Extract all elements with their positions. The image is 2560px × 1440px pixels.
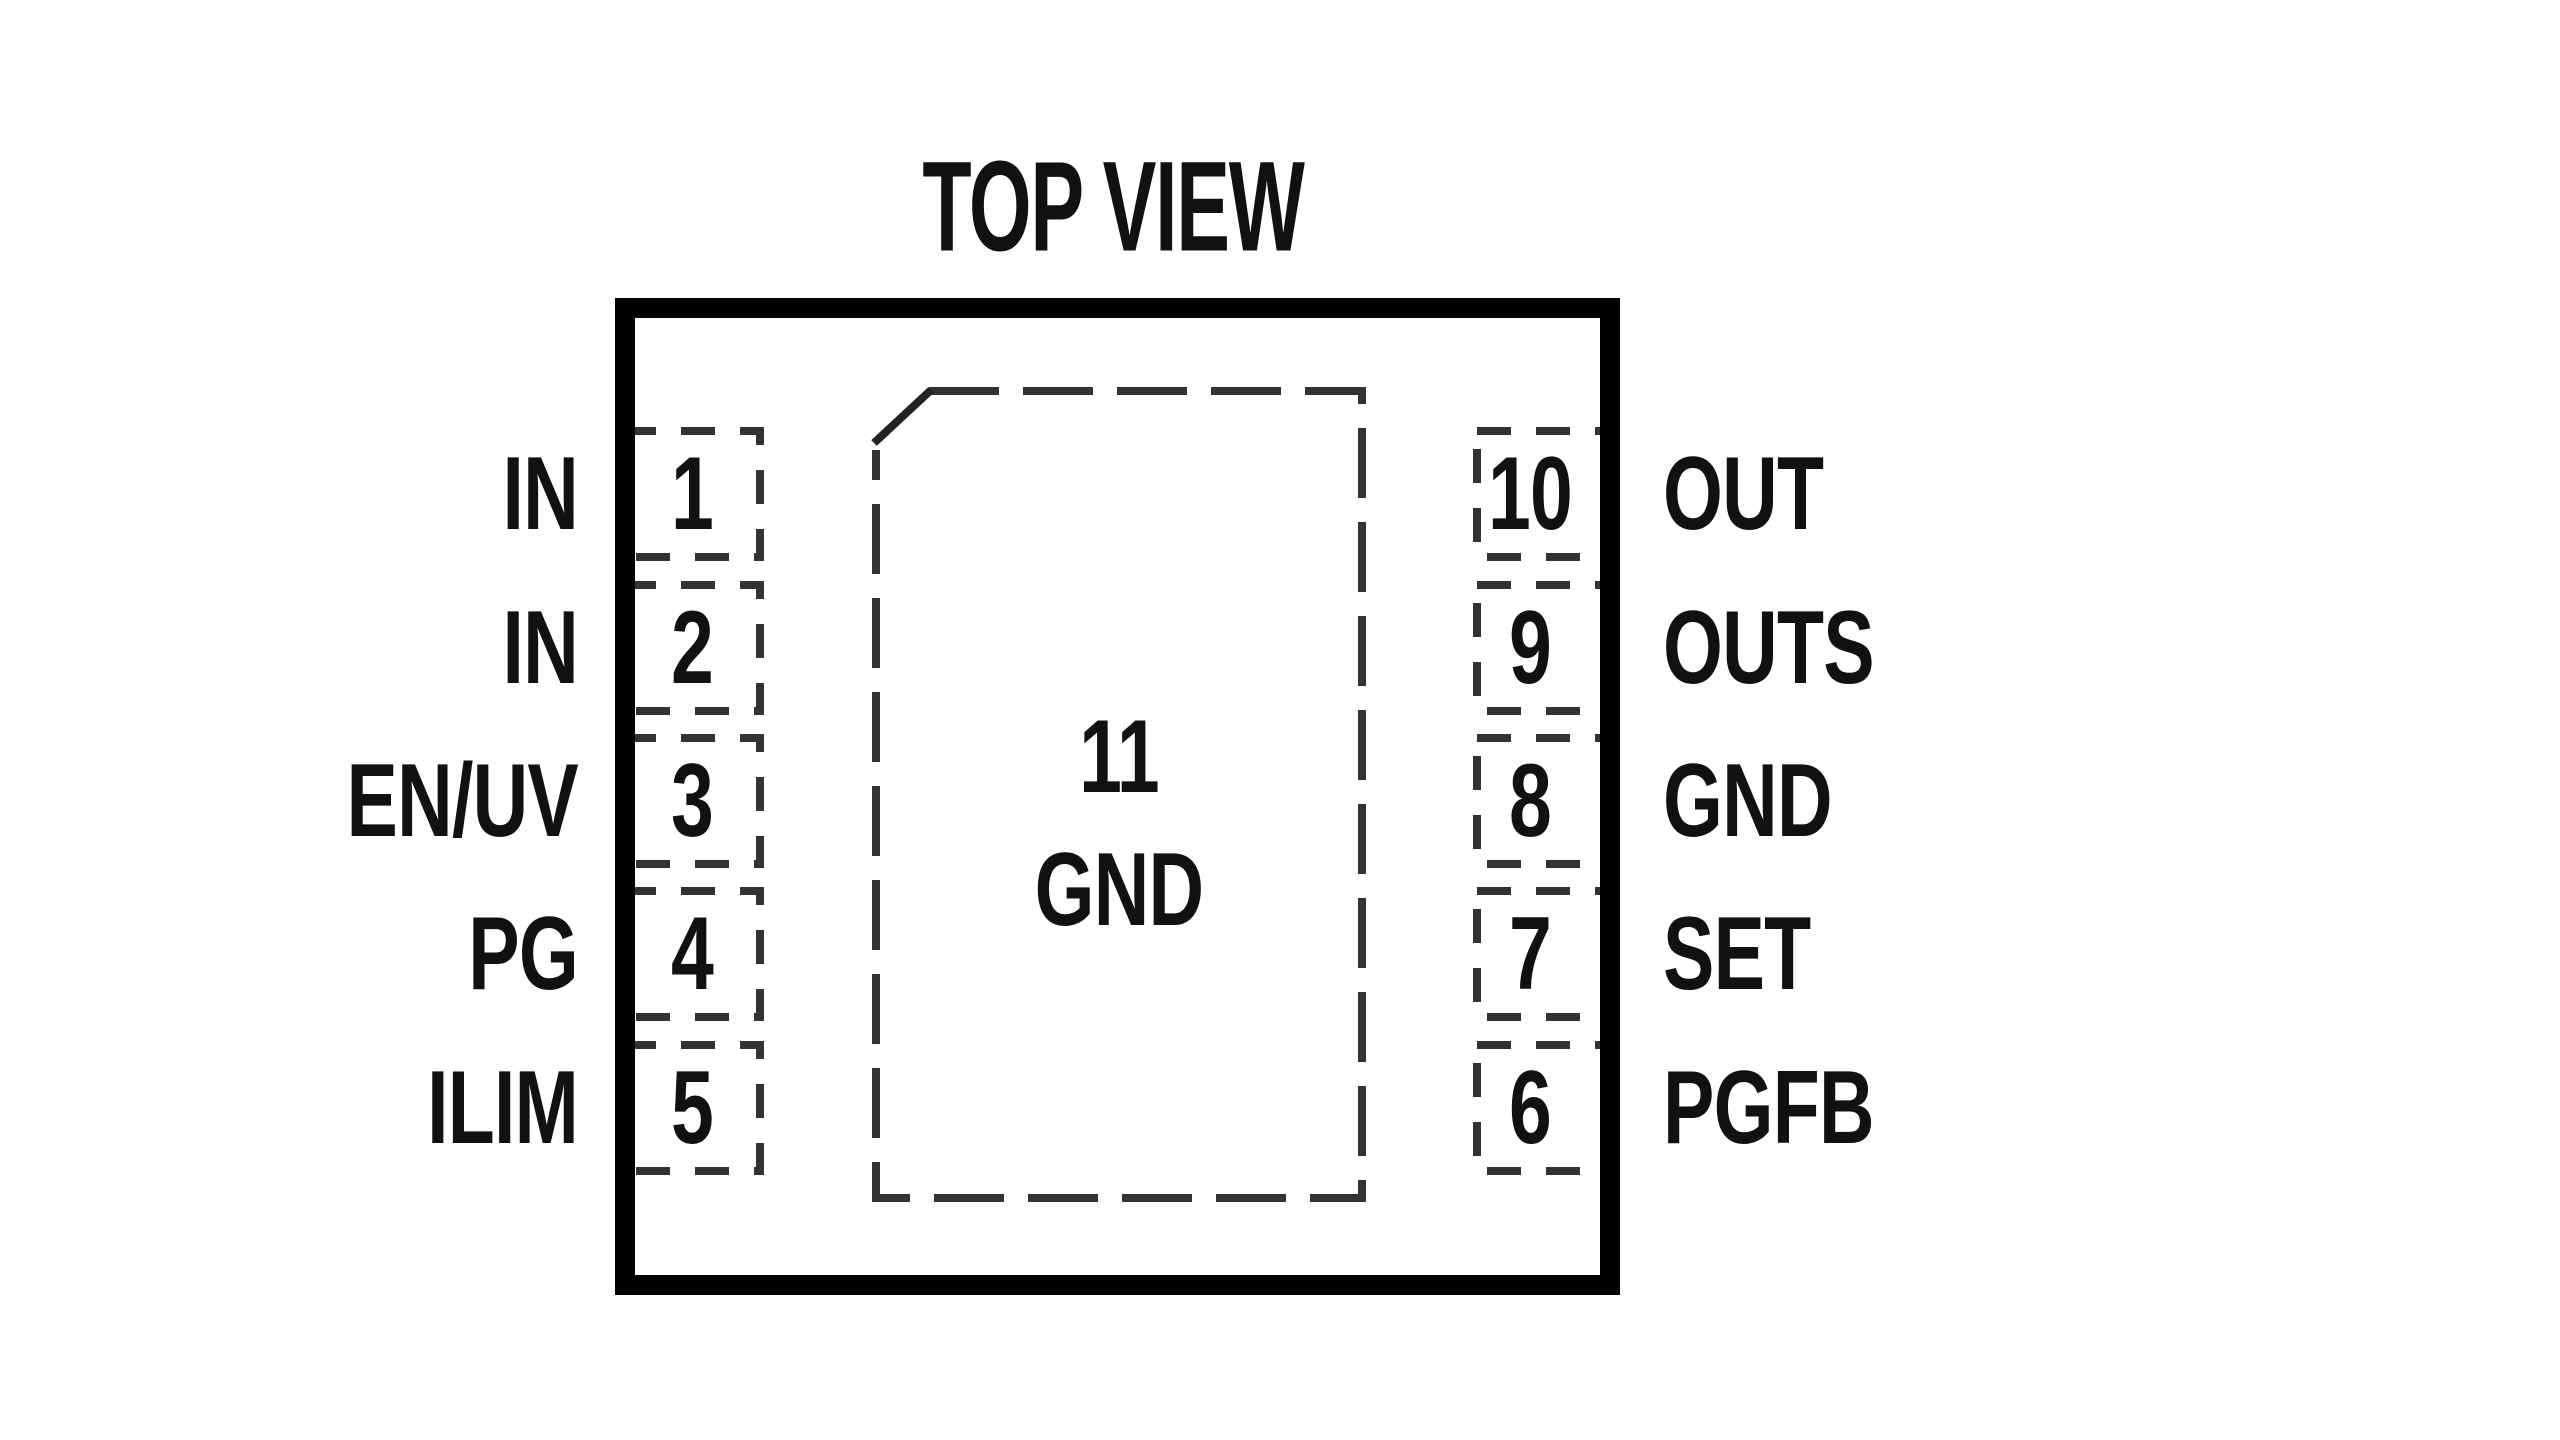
pin-box [618,734,764,868]
pin-6: 6 PGFB [1473,1041,1875,1175]
pin-number: 4 [671,896,714,1012]
pin-number: 6 [1509,1050,1551,1166]
pin-number: 10 [1488,436,1572,552]
pin-3: 3 EN/UV [347,734,764,868]
pin-5: 5 ILIM [427,1041,764,1175]
pin-number: 3 [671,743,713,859]
exposed-pad-chamfer-line [871,387,934,446]
pin-7: 7 SET [1473,887,1811,1021]
pin-9: 9 OUTS [1473,581,1875,715]
pin-4: 4 PG [468,887,764,1021]
pin-label: OUT [1663,436,1823,552]
pin-8: 8 GND [1473,734,1833,868]
exposed-pad-number: 11 [1079,699,1159,815]
pin-label: PGFB [1663,1050,1874,1166]
package-outline [615,298,1620,1295]
pin-number: 1 [671,436,713,552]
pin-number: 7 [1509,896,1551,1012]
pin-2: 2 IN [503,581,764,715]
pin-box [618,581,764,715]
pin-number: 5 [671,1050,713,1166]
pin-label: EN/UV [347,743,579,859]
pin-number: 2 [671,590,713,706]
pin-label: IN [503,436,578,552]
pin-label: PG [468,896,578,1012]
pin-label: SET [1663,896,1810,1012]
pin-10: 10 OUT [1473,427,1824,561]
pin-number: 8 [1509,743,1551,859]
pin-label: GND [1663,743,1832,859]
pin-label: ILIM [427,1050,578,1166]
pin-box [618,1041,764,1175]
pin-number: 9 [1509,590,1551,706]
exposed-pad-label: GND [1035,832,1204,948]
pin-label: OUTS [1663,590,1874,706]
pin-label: IN [503,590,578,706]
pin-box [618,887,764,1021]
top-view-title: TOP VIEW [922,134,1305,278]
pin-1: 1 IN [503,427,764,561]
exposed-pad-outline [872,387,1366,1202]
pin-box [618,427,764,561]
